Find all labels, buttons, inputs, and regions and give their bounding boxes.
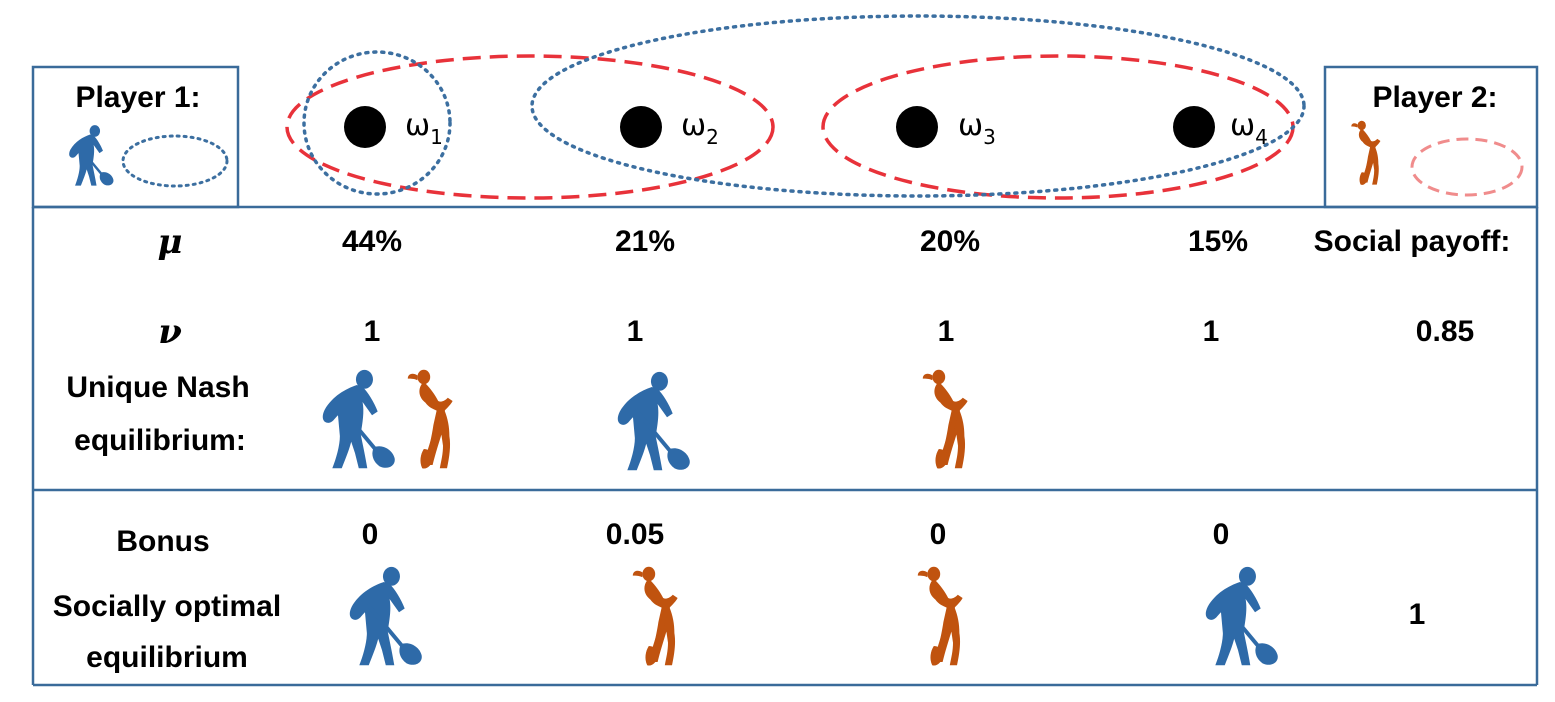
player2-cell-omega3-omega4: [821, 54, 1295, 200]
state-omega3: ω3: [896, 106, 996, 149]
nu-value-omega3: 1: [938, 315, 955, 348]
frame: [31, 65, 1539, 687]
player2-cell-omega1-omega2: [285, 54, 775, 200]
mu-value-omega1: 44%: [342, 225, 402, 258]
player1-cell-omega2-omega3-omega4: [530, 14, 1306, 198]
player2-label: Player 2:: [1372, 81, 1497, 114]
nu-value-omega2: 1: [627, 315, 644, 348]
optimal-omega4-player1-icon: [1205, 566, 1278, 666]
state-dot: [896, 106, 938, 148]
state-dot: [344, 106, 386, 148]
nash-omega2-player1-icon: [617, 371, 690, 471]
state-label: ω4: [1230, 108, 1268, 149]
nash-omega1-player2-icon: [407, 369, 453, 469]
nash-omega3-player2-icon: [922, 369, 968, 469]
bonus-label: Bonus: [116, 525, 209, 558]
nash-omega1-player1-icon: [322, 369, 395, 469]
player1-partition-legend: [121, 134, 229, 188]
state-omega2: ω2: [620, 106, 719, 149]
state-omega1: ω1: [344, 106, 443, 149]
bonus-value-omega1: 0: [362, 518, 379, 551]
optimal-omega1-player1-icon: [349, 566, 422, 666]
optimal-label-line2: equilibrium: [86, 641, 248, 674]
state-omega4: ω4: [1173, 106, 1268, 149]
nash-label-line2: equilibrium:: [74, 424, 246, 457]
optimal-omega3-player2-icon: [917, 566, 963, 666]
nu-label: ν: [158, 312, 182, 352]
optimal-label-line1: Socially optimal: [53, 590, 281, 623]
player1-icon: [69, 125, 114, 186]
state-dot: [620, 106, 662, 148]
state-label: ω2: [681, 108, 719, 149]
mu-value-omega3: 20%: [920, 225, 980, 258]
social-payoff-label: Social payoff:: [1314, 225, 1511, 258]
mu-value-omega2: 21%: [615, 225, 675, 258]
mu-value-omega4: 15%: [1188, 225, 1248, 258]
state-label: ω3: [958, 108, 996, 149]
mu-label: μ: [158, 222, 183, 262]
player1-label: Player 1:: [75, 81, 200, 114]
nu-value-omega4: 1: [1203, 315, 1220, 348]
nu-value-omega1: 1: [364, 315, 381, 348]
nash-label-line1: Unique Nash: [66, 371, 249, 404]
player2-icon: [1351, 120, 1381, 185]
bonus-value-omega4: 0: [1213, 518, 1230, 551]
player1-partition: [302, 14, 1306, 198]
bonus-value-omega2: 0.05: [606, 518, 664, 551]
optimal-omega2-player2-icon: [632, 566, 678, 666]
bonus-value-omega3: 0: [930, 518, 947, 551]
state-dot: [1173, 106, 1215, 148]
social-payoff-nash: 0.85: [1416, 315, 1474, 348]
social-payoff-optimal: 1: [1409, 598, 1426, 631]
state-label: ω1: [405, 108, 443, 149]
player2-partition-legend: [1410, 137, 1524, 197]
player1-cell-omega1: [302, 50, 452, 196]
